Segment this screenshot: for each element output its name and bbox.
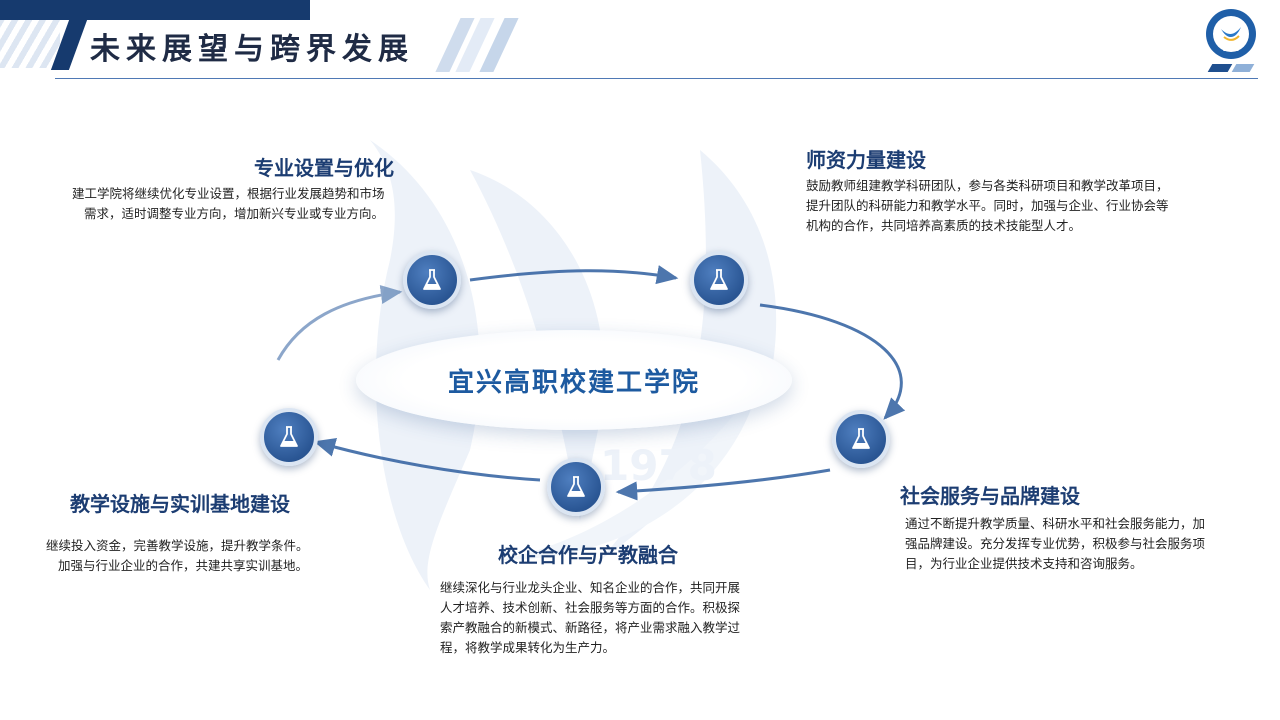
section-text-specialty: 建工学院将继续优化专业设置，根据行业发展趋势和市场 需求，适时调整专业方向，增加…: [72, 184, 432, 224]
text-line: 继续投入资金，完善教学设施，提升教学条件。: [46, 538, 309, 553]
text-line: 鼓励教师组建教学科研团队，参与各类科研项目和教学改革项目，: [806, 178, 1169, 193]
node-service[interactable]: [832, 410, 890, 468]
section-title-faculty: 师资力量建设: [806, 148, 926, 172]
node-specialty[interactable]: [403, 251, 461, 309]
section-title-service: 社会服务与品牌建设: [900, 484, 1080, 508]
flask-icon: [567, 476, 585, 497]
text-line: 加强与行业企业的合作，共建共享实训基地。: [58, 558, 309, 573]
section-text-faculty: 鼓励教师组建教学科研团队，参与各类科研项目和教学改革项目， 提升团队的科研能力和…: [806, 176, 1226, 236]
node-cooperation[interactable]: [547, 458, 605, 516]
flask-icon: [423, 269, 441, 290]
text-line: 继续深化与行业龙头企业、知名企业的合作，共同开展: [440, 580, 741, 595]
text-line: 索产教融合的新模式、新路径，将产业需求融入教学过: [440, 620, 741, 635]
flask-icon: [280, 426, 298, 447]
section-title-cooperation: 校企合作与产教融合: [498, 543, 678, 567]
header-rule: [55, 78, 1258, 79]
text-line: 程，将教学成果转化为生产力。: [440, 640, 616, 655]
school-emblem-icon: [1213, 16, 1249, 52]
text-line: 提升团队的科研能力和教学水平。同时，加强与企业、行业协会等: [806, 198, 1169, 213]
page-title: 未来展望与跨界发展: [90, 32, 414, 67]
section-text-cooperation: 继续深化与行业龙头企业、知名企业的合作，共同开展 人才培养、技术创新、社会服务等…: [440, 578, 770, 658]
center-title: 宜兴高职校建工学院: [447, 367, 700, 398]
header-band: [0, 0, 310, 20]
section-text-facilities: 继续投入资金，完善教学设施，提升教学条件。 加强与行业企业的合作，共建共享实训基…: [46, 536, 366, 576]
node-faculty[interactable]: [690, 251, 748, 309]
text-line: 强品牌建设。充分发挥专业优势，积极参与社会服务项: [905, 536, 1206, 551]
section-title-specialty: 专业设置与优化: [254, 156, 394, 180]
text-line: 需求，适时调整专业方向，增加新兴专业或专业方向。: [84, 206, 385, 221]
header-stripes: [0, 20, 60, 68]
text-line: 建工学院将继续优化专业设置，根据行业发展趋势和市场: [72, 186, 385, 201]
text-line: 目，为行业企业提供技术支持和咨询服务。: [905, 556, 1143, 571]
text-line: 人才培养、技术创新、社会服务等方面的合作。积极探: [440, 600, 741, 615]
text-line: 机构的合作，共同培养高素质的技术技能型人才。: [806, 218, 1082, 233]
section-title-facilities: 教学设施与实训基地建设: [70, 492, 290, 516]
text-line: 通过不断提升教学质量、科研水平和社会服务能力，加: [905, 516, 1206, 531]
center-hub: 宜兴高职校建工学院: [356, 330, 792, 430]
flask-icon: [852, 428, 870, 449]
section-text-service: 通过不断提升教学质量、科研水平和社会服务能力，加 强品牌建设。充分发挥专业优势，…: [905, 514, 1235, 574]
school-logo: 1978: [1206, 9, 1256, 59]
node-facilities[interactable]: [260, 408, 318, 466]
logo-year: 1978: [1222, 46, 1240, 53]
flask-icon: [710, 269, 728, 290]
